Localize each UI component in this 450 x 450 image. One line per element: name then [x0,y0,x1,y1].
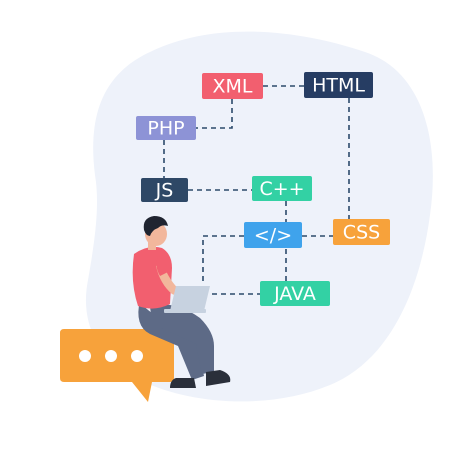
chat-bubble-icon [60,329,174,402]
person-sleeve [156,256,168,276]
node-php: PHP [136,116,196,140]
node-code-label: </> [254,225,292,247]
connector-xml-php [196,99,233,129]
connector-code-laptop [202,235,244,285]
node-cpp: C++ [252,176,312,201]
person-shoe-front [206,370,231,386]
person-leg-front [150,303,214,374]
person-shoe-back [170,378,196,388]
node-html-box [304,72,373,98]
laptop-base [164,309,206,313]
laptop-screen [170,286,210,311]
node-js-label: JS [155,180,174,202]
node-html: HTML [304,72,373,98]
laptop-icon [164,286,210,313]
node-css-label: CSS [343,222,380,244]
node-java-label: JAVA [273,283,316,305]
node-java: JAVA [260,281,330,306]
chat-bubble-shape [60,329,174,402]
node-js-box [141,178,188,202]
node-java-box [260,281,330,306]
node-xml-label: XML [213,76,253,98]
node-cpp-label: C++ [259,178,304,200]
node-xml-box [202,73,263,99]
node-css-box [333,219,390,245]
chat-dot-2 [105,350,117,362]
person-illustration [132,216,231,388]
node-css: CSS [333,219,390,245]
node-cpp-box [252,176,312,201]
person-hair [143,216,168,236]
node-php-box [136,116,196,140]
connector-lines [163,85,350,295]
chat-dot-3 [131,350,143,362]
node-php-label: PHP [147,118,184,140]
node-code-box [244,222,302,248]
node-xml: XML [202,73,263,99]
node-js: JS [141,178,188,202]
chat-dot-1 [79,350,91,362]
node-code: </> [244,222,302,248]
node-html-label: HTML [312,75,365,97]
